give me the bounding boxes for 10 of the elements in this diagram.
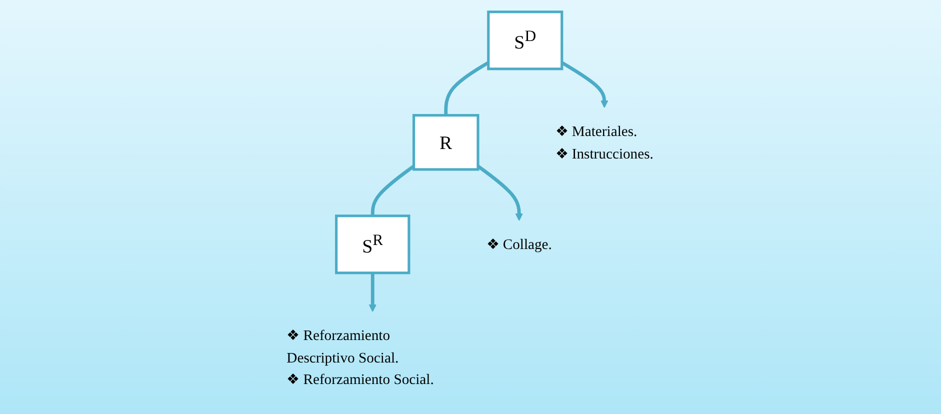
connector bbox=[444, 60, 490, 115]
arrow bbox=[369, 272, 377, 312]
node-box bbox=[412, 114, 480, 170]
node-text: ❖ Reforzamiento Descriptivo Social. ❖ Reforzamiento Social. bbox=[287, 326, 434, 387]
connector bbox=[371, 164, 416, 216]
node-box bbox=[335, 214, 411, 274]
node-text: ❖ Materiales. ❖ Instrucciones. bbox=[556, 122, 654, 161]
arrow bbox=[477, 164, 524, 220]
node-text: ❖ Collage. bbox=[486, 236, 552, 252]
node-box bbox=[488, 10, 564, 70]
